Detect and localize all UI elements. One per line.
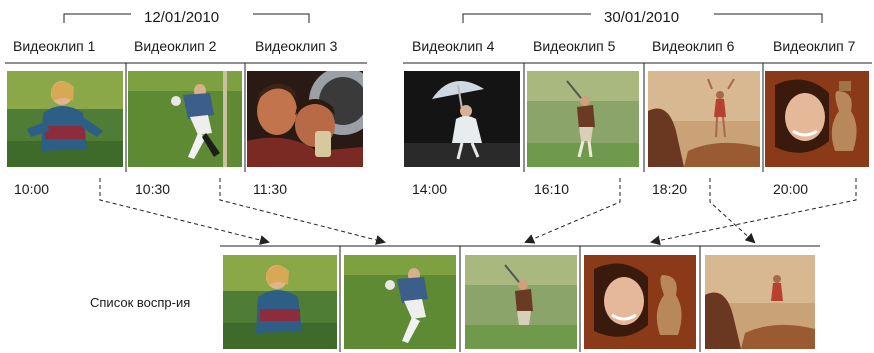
clip-time-3: 11:30	[253, 181, 287, 197]
boy-kicking-ball-icon	[344, 255, 456, 349]
woman-running-icon	[7, 71, 123, 167]
playlist-item-2[interactable]	[344, 255, 456, 349]
clip-thumbnail-5[interactable]	[527, 71, 639, 167]
clip-time-6: 18:20	[652, 181, 688, 197]
clip-time-7: 20:00	[773, 181, 809, 197]
playlist-row-frame	[220, 245, 820, 352]
clip-time-2: 10:30	[135, 181, 171, 197]
clip-time-5: 16:10	[534, 181, 570, 197]
golfer-swing-icon	[527, 71, 639, 167]
date-bracket-group-2	[462, 13, 823, 23]
playlist-item-4[interactable]	[584, 255, 696, 349]
woman-on-rocks-icon	[705, 255, 815, 349]
clip-label-7: Видеоклип 7	[773, 38, 856, 54]
clip-thumbnail-6[interactable]	[648, 71, 760, 167]
arrow-clip7-to-playlist	[650, 178, 857, 246]
woman-with-vase-icon	[584, 255, 696, 349]
clip-row-frame	[5, 62, 872, 172]
arrow-clip2-to-playlist	[219, 178, 386, 245]
golfer-swing-icon	[465, 255, 577, 349]
clip-label-1: Видеоклип 1	[13, 38, 96, 54]
woman-running-icon	[223, 255, 337, 349]
date-label-group-1: 12/01/2010	[144, 9, 220, 26]
two-men-laughing-icon	[247, 71, 363, 167]
playlist-item-5[interactable]	[705, 255, 815, 349]
arrow-clip6-to-playlist	[709, 178, 756, 244]
woman-with-vase-icon	[765, 71, 869, 167]
clip-label-2: Видеоклип 2	[134, 38, 217, 54]
clip-label-4: Видеоклип 4	[412, 38, 495, 54]
clip-time-4: 14:00	[412, 181, 448, 197]
clip-thumbnail-3[interactable]	[247, 71, 363, 167]
boy-kicking-ball-icon	[128, 71, 242, 167]
clip-thumbnail-4[interactable]	[404, 71, 520, 167]
arrow-clip5-to-playlist	[524, 178, 621, 244]
clip-thumbnail-2[interactable]	[128, 71, 242, 167]
arrow-clip1-to-playlist	[99, 178, 270, 245]
playlist-label: Список воспр-ия	[90, 295, 191, 310]
clip-time-1: 10:00	[14, 181, 50, 197]
clip-label-3: Видеоклип 3	[255, 38, 338, 54]
date-label-group-2: 30/01/2010	[604, 9, 680, 26]
clip-thumbnail-7[interactable]	[765, 71, 869, 167]
clip-label-6: Видеоклип 6	[652, 38, 735, 54]
clip-label-5: Видеоклип 5	[533, 38, 616, 54]
playlist-item-1[interactable]	[223, 255, 337, 349]
woman-with-umbrella-icon	[404, 71, 520, 167]
date-bracket-group-1	[63, 13, 310, 23]
woman-on-rocks-icon	[648, 71, 760, 167]
playlist-item-3[interactable]	[465, 255, 577, 349]
clip-thumbnail-1[interactable]	[7, 71, 123, 167]
